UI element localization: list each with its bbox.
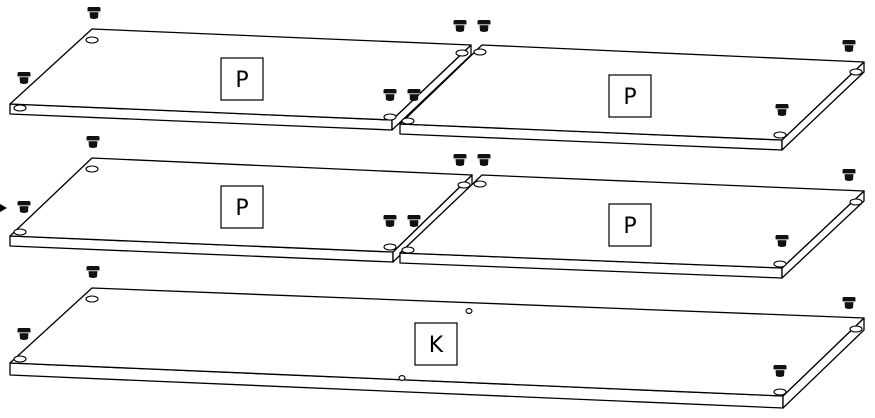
cam-plug-icon [477, 20, 491, 32]
part-label-shelf-top-left: P [220, 57, 264, 101]
cam-plug-icon [407, 89, 421, 101]
cam-plug-icon [453, 20, 467, 32]
cam-plug-icon [842, 40, 856, 52]
dowel-hole-icon [773, 388, 787, 396]
dowel-hole-icon [401, 117, 415, 125]
part-label-base-panel-text: K [429, 333, 444, 358]
part-label-base-panel-box [414, 322, 458, 366]
dowel-hole-icon [849, 68, 863, 76]
dowel-hole-icon [85, 295, 99, 303]
cam-plug-icon [86, 136, 100, 148]
dowel-hole-icon [773, 131, 787, 139]
dowel-hole-icon [473, 48, 487, 56]
cam-plug-icon [773, 365, 787, 377]
cam-plug-icon [87, 7, 101, 19]
part-label-shelf-mid-right-text: P [623, 214, 636, 239]
cam-plug-icon [17, 328, 31, 340]
dowel-hole-icon [398, 375, 406, 381]
cam-plug-icon [86, 266, 100, 278]
part-label-shelf-top-right-box [608, 74, 652, 118]
part-label-shelf-mid-left-text: P [235, 196, 248, 221]
dowel-hole-icon [85, 165, 99, 173]
dowel-hole-icon [13, 104, 27, 112]
cam-plug-icon [842, 297, 856, 309]
cam-plug-icon [453, 154, 467, 166]
dowel-hole-icon [849, 325, 863, 333]
part-label-shelf-mid-right-box [608, 203, 652, 247]
part-label-shelf-top-left-box [220, 57, 264, 101]
dowel-hole-icon [401, 246, 415, 254]
dowel-hole-icon [455, 49, 469, 57]
dowel-hole-icon [473, 180, 487, 188]
cam-plug-icon [407, 215, 421, 227]
dowel-hole-icon [13, 228, 27, 236]
dowel-hole-icon [849, 198, 863, 206]
part-label-base-panel: K [414, 322, 458, 366]
dowel-hole-icon [383, 243, 397, 251]
dowel-hole-icon [13, 355, 27, 363]
dowel-hole-icon [85, 36, 99, 44]
part-label-shelf-mid-left: P [220, 185, 264, 229]
cam-plug-icon [842, 169, 856, 181]
part-label-shelf-mid-right: P [608, 203, 652, 247]
cam-plug-icon [383, 215, 397, 227]
part-label-shelf-mid-left-box [220, 185, 264, 229]
cam-plug-icon [775, 104, 789, 116]
cam-plug-icon [775, 235, 789, 247]
dowel-hole-icon [465, 308, 473, 314]
cam-plug-icon [17, 201, 31, 213]
cam-plug-icon [383, 89, 397, 101]
part-label-shelf-top-right: P [608, 74, 652, 118]
dowel-hole-icon [383, 113, 397, 121]
dowel-hole-icon [457, 181, 471, 189]
direction-arrow-icon [0, 204, 7, 212]
dowel-hole-icon [773, 260, 787, 268]
part-label-shelf-top-right-text: P [623, 85, 636, 110]
part-label-shelf-top-left-text: P [235, 68, 248, 93]
cam-plug-icon [17, 72, 31, 84]
cam-plug-icon [477, 154, 491, 166]
